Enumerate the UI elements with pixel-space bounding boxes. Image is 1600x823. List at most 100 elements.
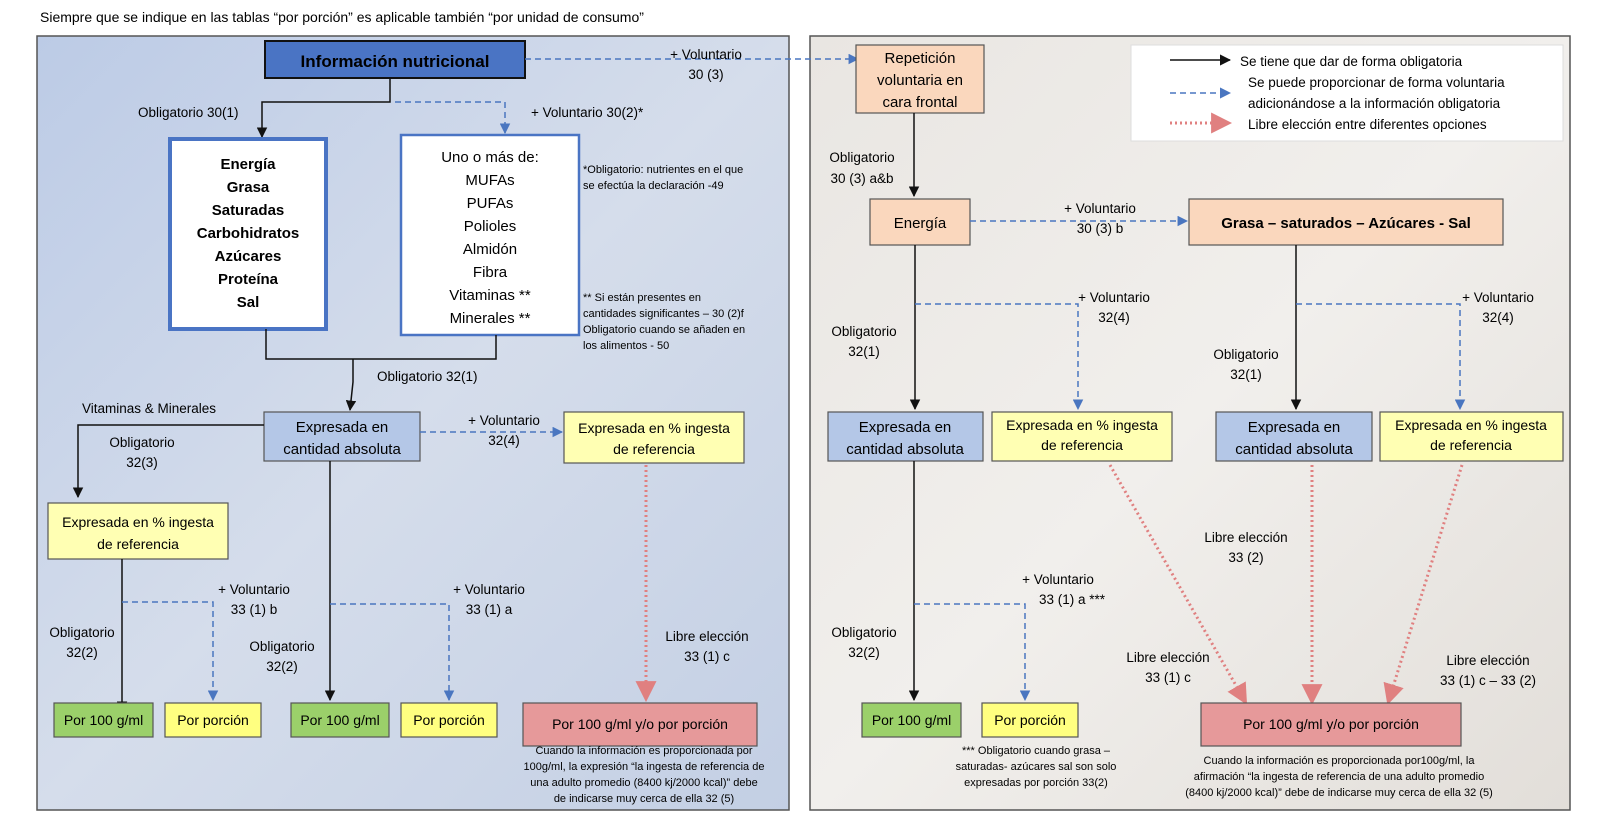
connector-pct-energy-to-final <box>1108 464 1248 705</box>
mandatory-nutrient: Carbohidratos <box>197 225 300 242</box>
fats-sugars-salt-label: Grasa – saturados – Azúcares - Sal <box>1221 215 1471 232</box>
abs-box-energy <box>827 411 984 462</box>
label-oblig-32-2-l2: 32(2) <box>848 645 880 660</box>
label-oblig-32-3-l1: Obligatorio <box>109 435 174 450</box>
legend-mandatory: Se tiene que dar de forma obligatoria <box>1240 54 1463 69</box>
label-oblig-32-3-l2: 32(3) <box>126 455 158 470</box>
label-oblig-32-1b-l2: 32(1) <box>1230 367 1262 382</box>
percent-ref-l2: de referencia <box>613 441 695 457</box>
abs-energy-l2: cantidad absoluta <box>846 441 964 458</box>
label-vol-30-3b-l2: 30 (3) b <box>1077 221 1124 236</box>
percent-ref-l1: Expresada en % ingesta <box>578 420 730 436</box>
label-oblig-32-2-l1: Obligatorio <box>831 625 896 640</box>
repeat-front-l2: voluntaria en <box>877 72 963 89</box>
connector-lists-merge <box>265 329 497 360</box>
connector-absolute-to-vitmin <box>72 424 264 499</box>
label-libre-33-1c-2-l2: 33 (1) c – 33 (2) <box>1440 673 1536 688</box>
absolute-quantity-box <box>263 411 421 462</box>
note-dstar-line: los alimentos - 50 <box>583 340 669 352</box>
connector-energy-to-pct <box>915 303 1084 411</box>
portion-label-b: Por porción <box>413 712 485 728</box>
connector-merge-to-absolute <box>345 359 357 412</box>
label-libre-33-1c-r-l2: 33 (1) c <box>1145 670 1191 685</box>
final-note-left: Cuando la información es proporcionada p… <box>524 745 765 805</box>
label-vol-33-1b-l1: + Voluntario <box>218 582 290 597</box>
fats-sugars-salt-box <box>1188 198 1504 246</box>
pct-energy-l2: de referencia <box>1041 437 1123 453</box>
energy-box <box>869 198 971 246</box>
final-note-line: 100g/ml, la expresión “la ingesta de ref… <box>524 761 765 773</box>
pct-box-fats <box>1379 411 1564 462</box>
header-note: Siempre que se indique en las tablas “po… <box>40 9 644 25</box>
label-oblig-32-2b-l1: Obligatorio <box>249 639 314 654</box>
label-libre-33-1c-2-l1: Libre elección <box>1446 653 1529 668</box>
label-oblig-32-1a-l2: 32(1) <box>848 344 880 359</box>
per100-box-b <box>290 702 390 738</box>
optional-title: Uno o más de: <box>441 149 539 166</box>
connector-title-to-optional <box>395 101 511 135</box>
note-dstar-line: ** Si están presentes en <box>583 292 701 304</box>
label-oblig-32-1b-l1: Obligatorio <box>1213 347 1278 362</box>
vitmin-percent-ref-box <box>47 502 229 560</box>
optional-nutrient: MUFAs <box>465 172 514 189</box>
label-libre-33-2-l1: Libre elección <box>1204 530 1287 545</box>
note-double-star: ** Si están presentes en cantidades sign… <box>583 292 745 352</box>
optional-nutrients-list: Uno o más de: MUFAs PUFAs Polioles Almid… <box>441 149 539 327</box>
portion-label-a: Por porción <box>177 712 249 728</box>
abs-fats-l2: cantidad absoluta <box>1235 441 1353 458</box>
mandatory-nutrients-list: Energía Grasa Saturadas Carbohidratos Az… <box>197 156 300 311</box>
label-oblig-32-2a-l1: Obligatorio <box>49 625 114 640</box>
portion-box-right <box>981 702 1079 738</box>
label-vol-30-3-l1: + Voluntario <box>670 47 742 62</box>
label-vol-32-4b-l2: 32(4) <box>1482 310 1514 325</box>
final-note-line: de indicarse muy cerca de ella 32 (5) <box>554 793 734 805</box>
connector-fats-to-pct <box>1296 303 1466 411</box>
per100-label-a: Por 100 g/ml <box>64 712 143 728</box>
label-vol-30-2: + Voluntario 30(2)* <box>531 105 644 120</box>
label-libre-33-1c-r-l1: Libre elección <box>1126 650 1209 665</box>
per100-box-right <box>861 702 962 738</box>
mandatory-nutrient: Energía <box>220 156 276 173</box>
final-box-left <box>522 702 758 747</box>
optional-nutrient: Minerales ** <box>450 310 531 327</box>
legend-voluntary-l1: Se puede proporcionar de forma voluntari… <box>1248 75 1505 90</box>
label-vol-33-1a-r-l2: 33 (1) a *** <box>1039 592 1106 607</box>
abs-box-fats <box>1215 411 1373 462</box>
label-vol-33-1a-l2: 33 (1) a <box>466 602 513 617</box>
legend-voluntary-l2: adicionándose a la información obligator… <box>1248 96 1501 111</box>
note-3star-line: saturadas- azúcares sal son solo <box>956 761 1117 773</box>
label-oblig-32-2a-l2: 32(2) <box>66 645 98 660</box>
label-vol-33-1a-r-l1: + Voluntario <box>1022 572 1094 587</box>
repeat-front-l1: Repetición <box>885 50 956 67</box>
label-libre-33-1c-l2: 33 (1) c <box>684 649 730 664</box>
label-vol-33-1a-l1: + Voluntario <box>453 582 525 597</box>
connector-abs-to-portion <box>330 603 455 702</box>
mandatory-nutrient: Sal <box>237 294 260 311</box>
note-dstar-line: Obligatorio cuando se añaden en <box>583 324 745 336</box>
final-label-left: Por 100 g/ml y/o por porción <box>552 716 728 732</box>
label-vol-30-3-l2: 30 (3) <box>688 67 723 82</box>
portion-box-a <box>164 702 262 738</box>
connector-pct-fats-to-final <box>1383 464 1464 706</box>
label-vol-32-4a-l1: + Voluntario <box>1078 290 1150 305</box>
label-oblig-30-1: Obligatorio 30(1) <box>138 105 239 120</box>
optional-nutrient: Polioles <box>464 218 517 235</box>
optional-nutrient: PUFAs <box>467 195 514 212</box>
label-vol-32-4b-l1: + Voluntario <box>1462 290 1534 305</box>
legend-free: Libre elección entre diferentes opciones <box>1248 117 1487 132</box>
connector-vm-to-portion <box>122 601 219 702</box>
vitmin-percent-ref-l2: de referencia <box>97 536 179 552</box>
final-note-right: Cuando la información es proporcionada p… <box>1185 755 1493 799</box>
label-libre-33-1c-l1: Libre elección <box>665 629 748 644</box>
abs-fats-l1: Expresada en <box>1248 419 1341 436</box>
note-star-line: *Obligatorio: nutrientes en el que <box>583 164 743 176</box>
label-vol-32-4-l1: + Voluntario <box>468 413 540 428</box>
per100-box-a <box>53 702 154 738</box>
absolute-quantity-l2: cantidad absoluta <box>283 441 401 458</box>
note-dstar-line: cantidades significantes – 30 (2)f <box>583 308 745 320</box>
final-box-right <box>1200 702 1462 747</box>
final-note-line: Cuando la información es proporcionada p… <box>1204 755 1476 767</box>
note-star: *Obligatorio: nutrientes en el que se ef… <box>583 164 743 192</box>
final-note-line: una adulto promedio (8400 kj/2000 kcal)”… <box>530 777 757 789</box>
energy-label: Energía <box>894 215 947 232</box>
